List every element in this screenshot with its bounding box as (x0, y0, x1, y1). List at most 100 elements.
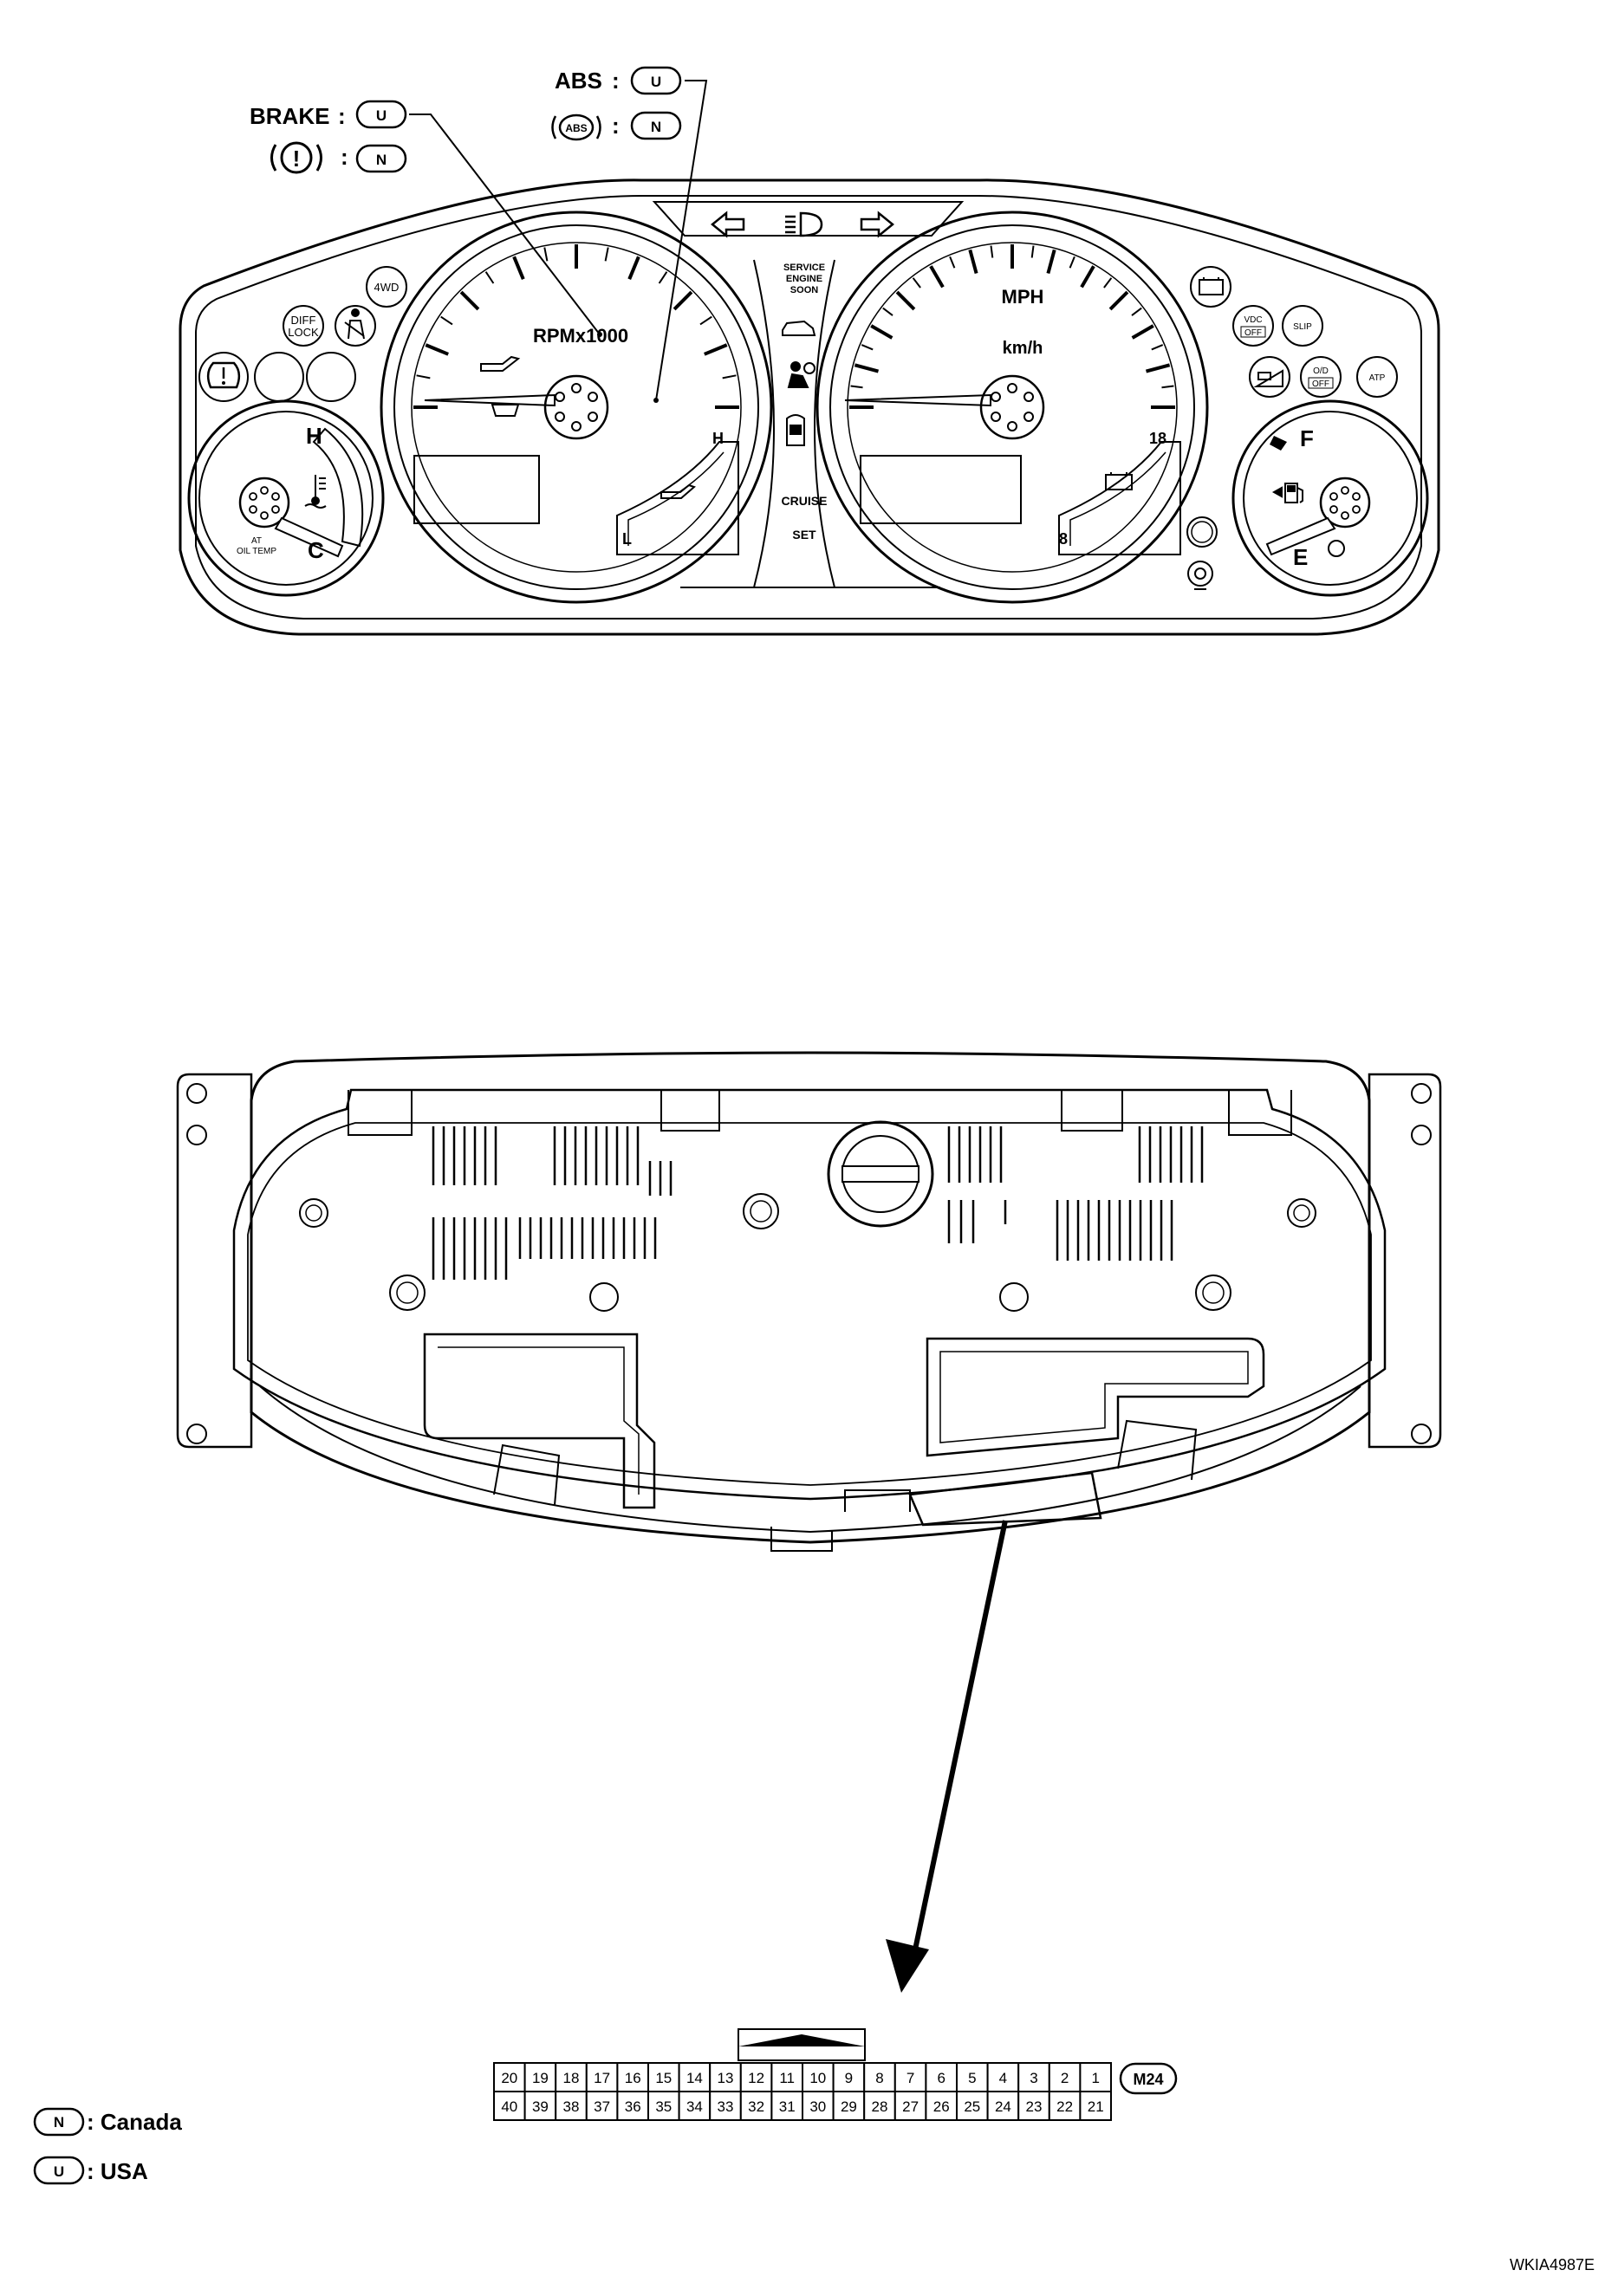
minor-tick (604, 247, 609, 262)
diff-lock-line1: DIFF (291, 314, 316, 327)
slip-label: SLIP (1293, 322, 1312, 332)
major-tick (704, 343, 728, 356)
connector-pin-number: 29 (841, 2098, 857, 2115)
connector-pin-number: 35 (655, 2098, 672, 2115)
tpms-lamp (198, 352, 249, 402)
cluster-rear-view (176, 1051, 1442, 1552)
svg-text::: : (612, 68, 620, 94)
minor-tick (1161, 385, 1174, 389)
connector-pin-number: 4 (999, 2070, 1007, 2086)
svg-text:!: ! (293, 146, 301, 172)
connector-pin-cell (986, 2091, 1020, 2121)
connector-pin-number: 19 (532, 2070, 549, 2086)
canada-badge (630, 111, 682, 140)
speedo-hub (979, 374, 1045, 440)
major-tick (895, 290, 916, 311)
od-off-lamp (1300, 356, 1342, 398)
door-ajar-icon (786, 414, 805, 446)
connector-pin-number: 32 (748, 2098, 764, 2115)
connector-pin-cell (493, 2091, 526, 2121)
speedo-unit-mph: MPH (1002, 286, 1044, 308)
tire-pressure-icon (206, 361, 241, 389)
four-wd-label: 4WD (374, 281, 400, 294)
speedometer-bezel (815, 211, 1209, 604)
connector-pin-number: 30 (809, 2098, 826, 2115)
connector-pin-number: 15 (655, 2070, 672, 2086)
connector-pin-number: 3 (1030, 2070, 1037, 2086)
cluster-front-view (179, 178, 1440, 636)
right-bracket (1368, 1073, 1442, 1449)
vdc-off-label: OFF (1244, 328, 1262, 338)
connector-pin-cell (555, 2062, 588, 2092)
svg-text:N: N (376, 152, 387, 168)
atp-lamp (1356, 356, 1398, 398)
svg-text:ABS: ABS (565, 122, 587, 134)
svg-text:N: N (651, 119, 661, 135)
seatbelt-icon (344, 308, 365, 340)
connector-pin-number: 25 (964, 2098, 980, 2115)
tire-icon (491, 404, 520, 417)
fuel-pump-icon (1271, 483, 1303, 503)
rear-vent-slots (432, 1126, 1204, 1280)
oil-temp-label: OIL TEMP (237, 547, 276, 556)
battery-icon (1199, 277, 1224, 295)
diff-lock-lamp (283, 305, 324, 347)
connector-pin-number: 5 (968, 2070, 976, 2086)
hill-descent-icon (1253, 369, 1283, 387)
battery-small-icon (1105, 472, 1133, 490)
usa-badge (630, 66, 682, 95)
od-label: O/D (1313, 366, 1329, 376)
connector-pin-cell (523, 2091, 557, 2121)
svg-text:U: U (376, 107, 387, 124)
connector-pin-cell (1079, 2062, 1113, 2092)
od-off-label: OFF (1312, 379, 1329, 389)
minor-tick (440, 315, 453, 326)
connector-pin-cell (709, 2091, 742, 2121)
abs-label: ABS (555, 68, 602, 94)
service-engine-soon-line3: SOON (790, 285, 818, 295)
blank-lamp-1 (254, 352, 304, 402)
seatbelt-lamp (335, 305, 376, 347)
oil-can-icon (480, 355, 521, 372)
connector-pin-number: 36 (625, 2098, 641, 2115)
major-tick (1108, 290, 1129, 311)
connector-id: M24 (1133, 2071, 1163, 2088)
svg-text::: : (338, 103, 346, 129)
brake-warning-icon: ! (270, 141, 322, 174)
service-icon (1187, 561, 1213, 590)
vdc-off-lamp (1232, 305, 1274, 347)
connector-pointer-arrow (886, 1520, 1008, 1993)
turn-right-icon (860, 211, 894, 238)
minor-tick (861, 344, 874, 351)
major-tick (425, 343, 449, 356)
minor-tick (1069, 256, 1075, 269)
connector-pin-cell (832, 2091, 866, 2121)
connector-pin-number: 8 (875, 2070, 883, 2086)
minor-tick (484, 271, 495, 284)
abs-callout: ABS : U ABS : N (551, 66, 708, 403)
fuel-gauge (1231, 399, 1429, 597)
service-engine-soon-line1: SERVICE (783, 263, 825, 273)
vdc-label: VDC (1244, 315, 1262, 325)
connector-pin-number: 10 (809, 2070, 826, 2086)
oil-can-small-icon (660, 483, 696, 499)
connector-pin-number: 28 (872, 2098, 888, 2115)
minor-tick (699, 315, 712, 326)
minor-tick (1103, 277, 1113, 289)
connector-pin-number: 23 (1026, 2098, 1043, 2115)
battery-lamp (1190, 266, 1231, 308)
connector-pin-number: 1 (1091, 2070, 1099, 2086)
svg-text::: : (341, 144, 348, 170)
connector-pin-number: 27 (902, 2098, 919, 2115)
cruise-label: CRUISE (782, 494, 828, 508)
minor-tick (722, 374, 737, 379)
minor-tick (990, 245, 994, 258)
fuel-full-label: F (1300, 425, 1314, 451)
major-tick (1145, 363, 1171, 373)
oil-pressure-low-label: L (622, 530, 632, 548)
svg-text:U: U (54, 2163, 64, 2180)
abs-leader-line (655, 80, 708, 401)
connector-pin-cell (986, 2062, 1020, 2092)
